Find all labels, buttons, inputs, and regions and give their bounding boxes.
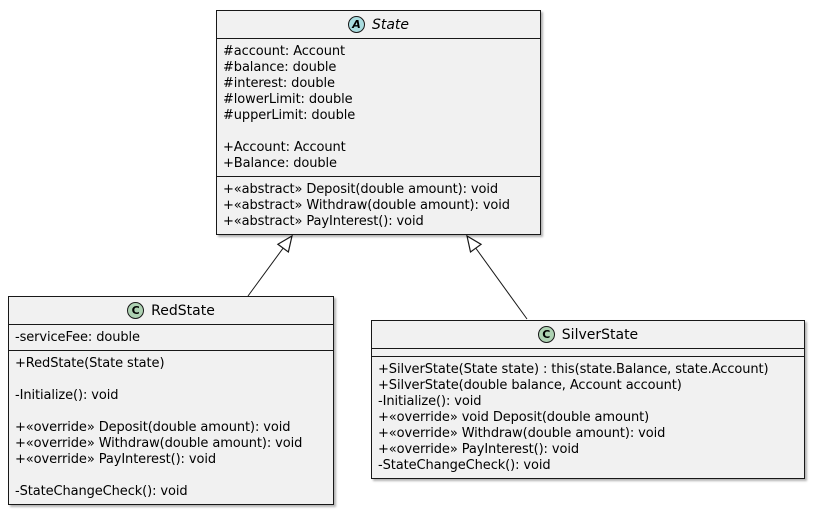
class-badge-icon: C [127,302,145,319]
method-line: +SilverState(double balance, Account acc… [378,378,682,393]
fields-compartment-redstate: -serviceFee: double [9,325,333,351]
method-line: +«abstract» Withdraw(double amount): voi… [223,198,510,213]
method-line: -StateChangeCheck(): void [378,458,551,473]
field-line: +Balance: double [223,156,337,171]
field-line: +Account: Account [223,140,346,155]
method-line: -Initialize(): void [15,388,119,403]
method-line: +«override» Withdraw(double amount): voi… [378,426,666,441]
class-badge-icon: C [537,326,555,343]
class-header-redstate: C RedState [9,297,333,325]
field-line: -serviceFee: double [15,330,140,345]
field-line: #account: Account [223,44,345,59]
class-box-silverstate[interactable]: C SilverState +SilverState(State state) … [371,320,805,479]
field-line: #upperLimit: double [223,108,356,123]
class-header-silverstate: C SilverState [372,321,804,349]
method-line-blank [15,372,327,388]
method-line: +«override» PayInterest(): void [15,452,216,467]
class-name-redstate: RedState [151,302,215,319]
class-box-state[interactable]: A State #account: Account #balance: doub… [216,10,541,235]
fields-compartment-state: #account: Account #balance: double #inte… [217,39,540,177]
field-line: #interest: double [223,76,335,91]
method-line: -StateChangeCheck(): void [15,484,188,499]
edge-redstate-extends-state [247,234,293,297]
field-line: #balance: double [223,60,337,75]
class-header-state: A State [217,11,540,39]
method-line: +«abstract» PayInterest(): void [223,214,424,229]
methods-compartment-redstate: +RedState(State state) -Initialize(): vo… [9,351,333,504]
method-line-blank [15,468,327,484]
method-line: +«abstract» Deposit(double amount): void [223,182,499,197]
method-line: +RedState(State state) [15,356,165,371]
edge-silverstate-extends-state [466,234,528,320]
method-line-blank [15,404,327,420]
field-line: #lowerLimit: double [223,92,353,107]
method-line: +«override» Deposit(double amount): void [15,420,291,435]
method-line: +«override» PayInterest(): void [378,442,579,457]
class-box-redstate[interactable]: C RedState -serviceFee: double +RedState… [8,296,334,505]
fields-compartment-silverstate-empty [372,349,804,357]
class-name-silverstate: SilverState [561,326,639,343]
method-line: +SilverState(State state) : this(state.B… [378,362,769,377]
methods-compartment-silverstate: +SilverState(State state) : this(state.B… [372,357,804,478]
method-line: -Initialize(): void [378,394,482,409]
class-name-state: State [371,16,410,33]
field-line-blank [223,124,534,140]
method-line: +«override» Withdraw(double amount): voi… [15,436,303,451]
methods-compartment-state: +«abstract» Deposit(double amount): void… [217,177,540,234]
abstract-badge-icon: A [347,16,365,33]
method-line: +«override» void Deposit(double amount) [378,410,650,425]
